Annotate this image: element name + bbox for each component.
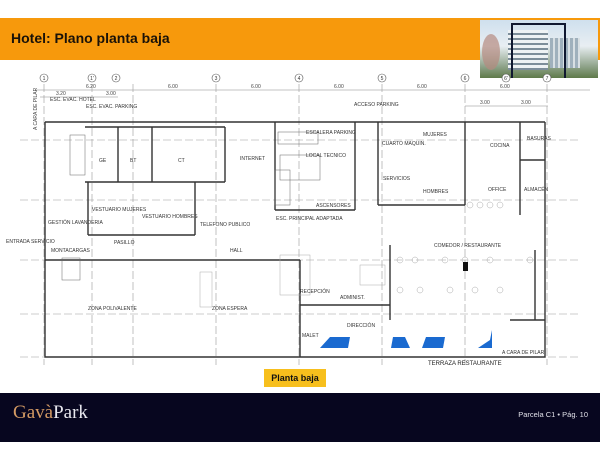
dimension-label: 3.00 bbox=[521, 100, 531, 106]
room-label: ENTRADA SERVICIO bbox=[6, 239, 55, 245]
dimension-label: 6.00 bbox=[251, 84, 261, 90]
grid-bubble-label: 2 bbox=[115, 76, 118, 82]
highlight-frame bbox=[511, 23, 566, 78]
room-label: CUARTO MAQUIN. bbox=[382, 141, 426, 147]
room-label: MALET bbox=[302, 333, 319, 339]
dimension-label: 6.00 bbox=[500, 84, 510, 90]
room-label: PASILLO bbox=[114, 240, 135, 246]
room-label: BASURAS bbox=[527, 136, 552, 142]
room-label: HALL bbox=[230, 248, 243, 254]
room-label: RECEPCIÓN bbox=[300, 288, 330, 295]
room-label: MONTACARGAS bbox=[51, 248, 90, 254]
stairs bbox=[61, 131, 321, 281]
grid-bubble-label: 3 bbox=[215, 76, 218, 82]
room-label: OFFICE bbox=[488, 187, 507, 193]
room-label: GESTIÓN LAVANDERIA bbox=[48, 219, 103, 226]
room-label: TERRAZA RESTAURANTE bbox=[428, 361, 502, 367]
grid-bubble-label: 1 bbox=[43, 76, 46, 82]
logo-part2: Park bbox=[53, 402, 88, 423]
grid-lines bbox=[20, 84, 590, 365]
room-label: TELEFONO PUBLICO bbox=[200, 222, 250, 228]
plan-caption: Planta baja bbox=[264, 369, 326, 387]
slide-footer: GavàPark Parcela C1 • Pág. 10 bbox=[0, 393, 600, 442]
room-label: INTERNET bbox=[240, 156, 265, 162]
room-label: COCINA bbox=[490, 143, 510, 149]
room-label: ADMINIST. bbox=[340, 295, 365, 301]
room-label: ASCENSORES bbox=[316, 203, 351, 209]
room-label: ALMACÉN bbox=[524, 186, 549, 193]
room-label: MUJERES bbox=[423, 132, 448, 138]
room-label: DIRECCIÓN bbox=[347, 322, 375, 329]
room-label: ACCESO PARKING bbox=[354, 102, 399, 108]
room-label: ESC. PRINCIPAL ADAPTADA bbox=[276, 216, 343, 222]
dimension-label: 3.00 bbox=[106, 91, 116, 97]
grid-bubble-label: 6 bbox=[464, 76, 467, 82]
grid-bubble-label: 5 bbox=[381, 76, 384, 82]
walls bbox=[44, 121, 546, 358]
room-label: VESTUARIO MUJERES bbox=[92, 207, 147, 213]
page-info: Parcela C1 • Pág. 10 bbox=[518, 410, 588, 419]
room-label: GE bbox=[99, 158, 107, 164]
side-dimension-label: A CARA DE PILAR bbox=[33, 87, 39, 130]
dimension-label: 6.00 bbox=[334, 84, 344, 90]
room-label: ESC. EVAC. HOTEL bbox=[50, 97, 96, 103]
furniture bbox=[199, 201, 534, 308]
room-label: HOMBRES bbox=[423, 189, 449, 195]
room-label: COMEDOR / RESTAURANTE bbox=[434, 243, 502, 249]
room-label: BT bbox=[130, 158, 136, 164]
tree bbox=[482, 34, 500, 70]
room-label: ESC. EVAC. PARKING bbox=[86, 104, 137, 110]
logo-part1: Gavà bbox=[13, 402, 54, 423]
page-title: Hotel: Plano planta baja bbox=[11, 30, 170, 46]
grid-bubbles bbox=[39, 73, 552, 83]
dimension-label: 6.00 bbox=[417, 84, 427, 90]
grid-bubble-label: 1' bbox=[90, 76, 94, 82]
gavapark-logo: GavàPark bbox=[13, 402, 88, 424]
room-label: ZONA ESPERA bbox=[212, 306, 248, 312]
dimension-label: 6.20 bbox=[86, 84, 96, 90]
room-label: ZONA POLIVALENTE bbox=[88, 306, 137, 312]
hotel-building bbox=[508, 30, 548, 70]
room-label: CT bbox=[178, 158, 185, 164]
room-label: VESTUARIO HOMBRES bbox=[142, 214, 198, 220]
dimension-label: 6.00 bbox=[168, 84, 178, 90]
room-label: LOCAL TECNICO bbox=[306, 153, 346, 159]
floor-plan: 1 1' 2 3 4 5 6 6' 7 6.20 6.00 6.00 6.00 … bbox=[6, 73, 590, 367]
column bbox=[463, 262, 468, 271]
room-label: SERVICIOS bbox=[383, 176, 411, 182]
building-photo bbox=[480, 20, 598, 78]
room-label: ESCALERA PARKING bbox=[306, 130, 356, 136]
grid-bubble-label: 6' bbox=[504, 76, 508, 82]
grid-bubble-label: 7 bbox=[546, 76, 549, 82]
room-label: A CARA DE PILAR bbox=[502, 350, 545, 356]
dimension-label: 3.20 bbox=[56, 91, 66, 97]
dimension-label: 3.00 bbox=[480, 100, 490, 106]
blue-shapes bbox=[320, 330, 492, 348]
grid-bubble-label: 4 bbox=[298, 76, 301, 82]
